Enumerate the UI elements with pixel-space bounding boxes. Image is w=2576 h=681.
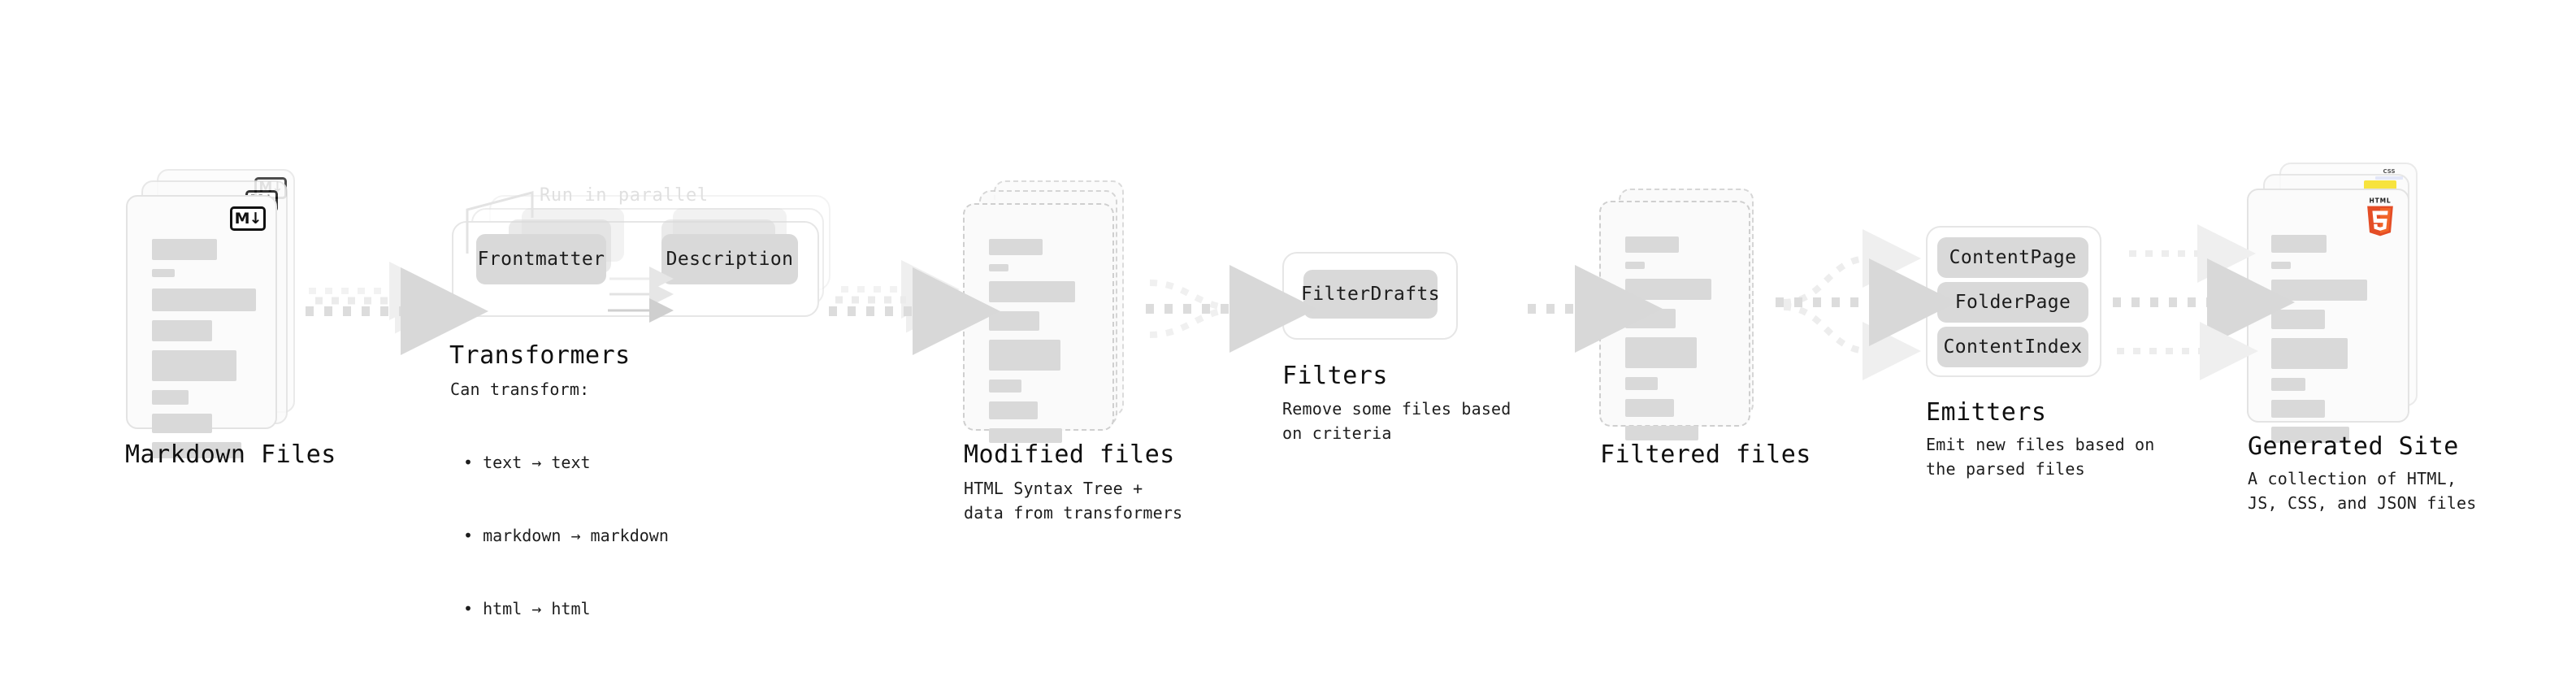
stage-generated-site: CSS HTML <box>2247 163 2476 513</box>
connector-transformers-to-modified <box>829 260 1000 355</box>
emitter-pill-label: ContentPage <box>1949 247 2077 268</box>
modified-card-front <box>963 203 1114 443</box>
filters-title: Filters <box>1282 362 1388 390</box>
card-content-lines <box>2271 235 2387 452</box>
emitter-pill-contentpage[interactable]: ContentPage <box>1937 237 2088 278</box>
filtered-card-front <box>1599 201 1750 440</box>
transformer-pill-description[interactable]: Description <box>661 234 798 284</box>
stage-filtered-files: Filtered files <box>1599 189 1811 469</box>
transformer-bullet: • text → text <box>463 453 591 472</box>
transformer-pill-frontmatter[interactable]: Frontmatter <box>476 234 606 284</box>
modified-files-title: Modified files <box>964 440 1175 469</box>
emitter-pill-label: ContentIndex <box>1943 336 2083 358</box>
transformer-bullet: • markdown → markdown <box>463 526 669 545</box>
filter-pill-label: FilterDrafts <box>1301 284 1440 305</box>
generated-site-stack: CSS HTML <box>2247 163 2434 443</box>
card-content-lines <box>152 239 256 467</box>
connector-markdown-to-transformers <box>306 262 488 355</box>
modified-files-description: HTML Syntax Tree + data from transformer… <box>964 479 1183 523</box>
generated-site-description: A collection of HTML, JS, CSS, and JSON … <box>2248 469 2477 513</box>
connector-emitters-to-site <box>2113 224 2295 380</box>
filtered-files-title: Filtered files <box>1600 440 1811 469</box>
markdown-files-title: Markdown Files <box>125 440 336 469</box>
transformers-title: Transformers <box>449 341 631 370</box>
html5-badge-icon: HTML <box>2362 197 2398 237</box>
card-content-lines <box>1625 236 1728 449</box>
css-badge-label: CSS <box>2383 168 2396 175</box>
transformer-bullet: • html → html <box>463 599 591 618</box>
run-in-parallel-annotation: Run in parallel <box>540 185 709 206</box>
filtered-file-stack <box>1599 189 1774 440</box>
emitters-title: Emitters <box>1926 398 2047 427</box>
emitters-description: Emit new files based on the parsed files <box>1926 435 2155 479</box>
card-content-lines <box>989 239 1091 452</box>
transformer-pill-label: Frontmatter <box>477 249 605 270</box>
emitter-pill-contentindex[interactable]: ContentIndex <box>1937 327 2088 367</box>
markdown-badge-icon: M↓ <box>230 206 266 231</box>
transformers-bullets: • text → text • markdown → markdown • ht… <box>463 401 669 670</box>
modified-file-stack <box>963 180 1138 443</box>
transformer-pill-label: Description <box>666 249 794 270</box>
stage-modified-files: Modified files HTML Syntax Tree + data f… <box>963 180 1182 523</box>
markdown-file-stack: M↓ M↓ M↓ <box>126 169 301 458</box>
connector-filtered-to-emitters <box>1776 229 1957 380</box>
emitter-pill-label: FolderPage <box>1954 292 2071 313</box>
transformers-intro: Can transform: <box>450 380 590 399</box>
filters-description: Remove some files based on criteria <box>1282 399 1511 443</box>
markdown-card-front: M↓ <box>126 195 277 458</box>
stage-markdown-files: M↓ M↓ M↓ <box>125 169 336 469</box>
emitter-pill-folderpage[interactable]: FolderPage <box>1937 282 2088 323</box>
svg-text:HTML: HTML <box>2370 197 2392 205</box>
site-card-front: HTML <box>2247 189 2409 443</box>
generated-site-title: Generated Site <box>2248 432 2459 461</box>
filter-pill-filterdrafts[interactable]: FilterDrafts <box>1301 270 1440 319</box>
connector-modified-to-filters <box>1146 265 1317 353</box>
